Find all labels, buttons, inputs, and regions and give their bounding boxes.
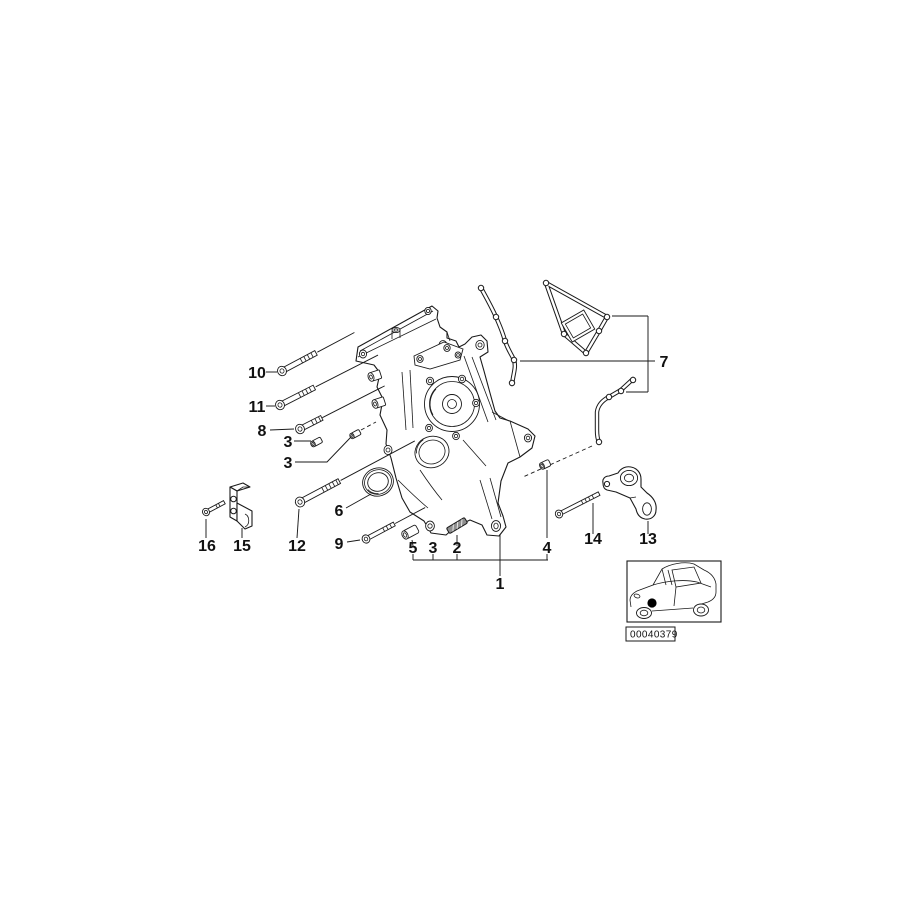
bolt-part-16 [202,500,226,517]
gasket-right-strip [594,376,637,446]
callout-15: 15 [233,538,251,555]
seal-seat-opening [414,435,450,469]
callout-14: 14 [584,531,602,548]
left-edge-bosses [367,369,393,456]
bracket-part-13 [602,466,657,520]
callout-5: 5 [409,540,418,557]
gasket-left-strip [477,284,518,387]
callout-1: 1 [496,576,505,593]
badge-code-box [625,626,676,642]
dowel-part-3-upper [310,436,323,448]
shaft-seal-part-6 [362,467,394,497]
callout-leader-lines [205,315,655,576]
bolt-part-12 [294,440,416,508]
alignment-dashed-lines [360,421,593,478]
location-dot [647,598,657,608]
bolt-part-9 [361,507,426,544]
callout-3-bottom: 3 [429,540,438,557]
timing-case-cover [355,305,536,537]
callout-3-lower: 3 [284,455,293,472]
callout-4: 4 [543,540,552,557]
badge-code: 00040379 [630,630,678,641]
callout-7: 7 [660,354,669,371]
dowel-part-4 [539,459,552,470]
callout-3-upper: 3 [284,434,293,451]
bracket-part-15 [229,482,253,530]
pump-flange [413,341,464,370]
callout-13: 13 [639,531,657,548]
gasket-upper-frame [542,279,611,357]
crankshaft-boss [424,374,480,441]
roll-pin-part-2 [446,517,468,534]
bolt-part-10 [277,332,355,377]
callout-8: 8 [258,423,267,440]
bolt-part-14 [554,491,601,519]
callout-9: 9 [335,536,344,553]
lower-bracket-area [425,420,533,532]
callout-11: 11 [249,399,266,416]
bolt-part-11 [275,354,379,411]
sleeve-part-5 [401,524,420,540]
callout-16: 16 [198,538,216,555]
callout-10: 10 [248,365,266,382]
car-icon [629,562,717,619]
callout-6: 6 [335,503,344,520]
bolt-part-8 [295,385,385,435]
callout-2: 2 [453,540,462,557]
callout-12: 12 [288,538,306,555]
car-location-badge: 00040379 [625,560,722,642]
